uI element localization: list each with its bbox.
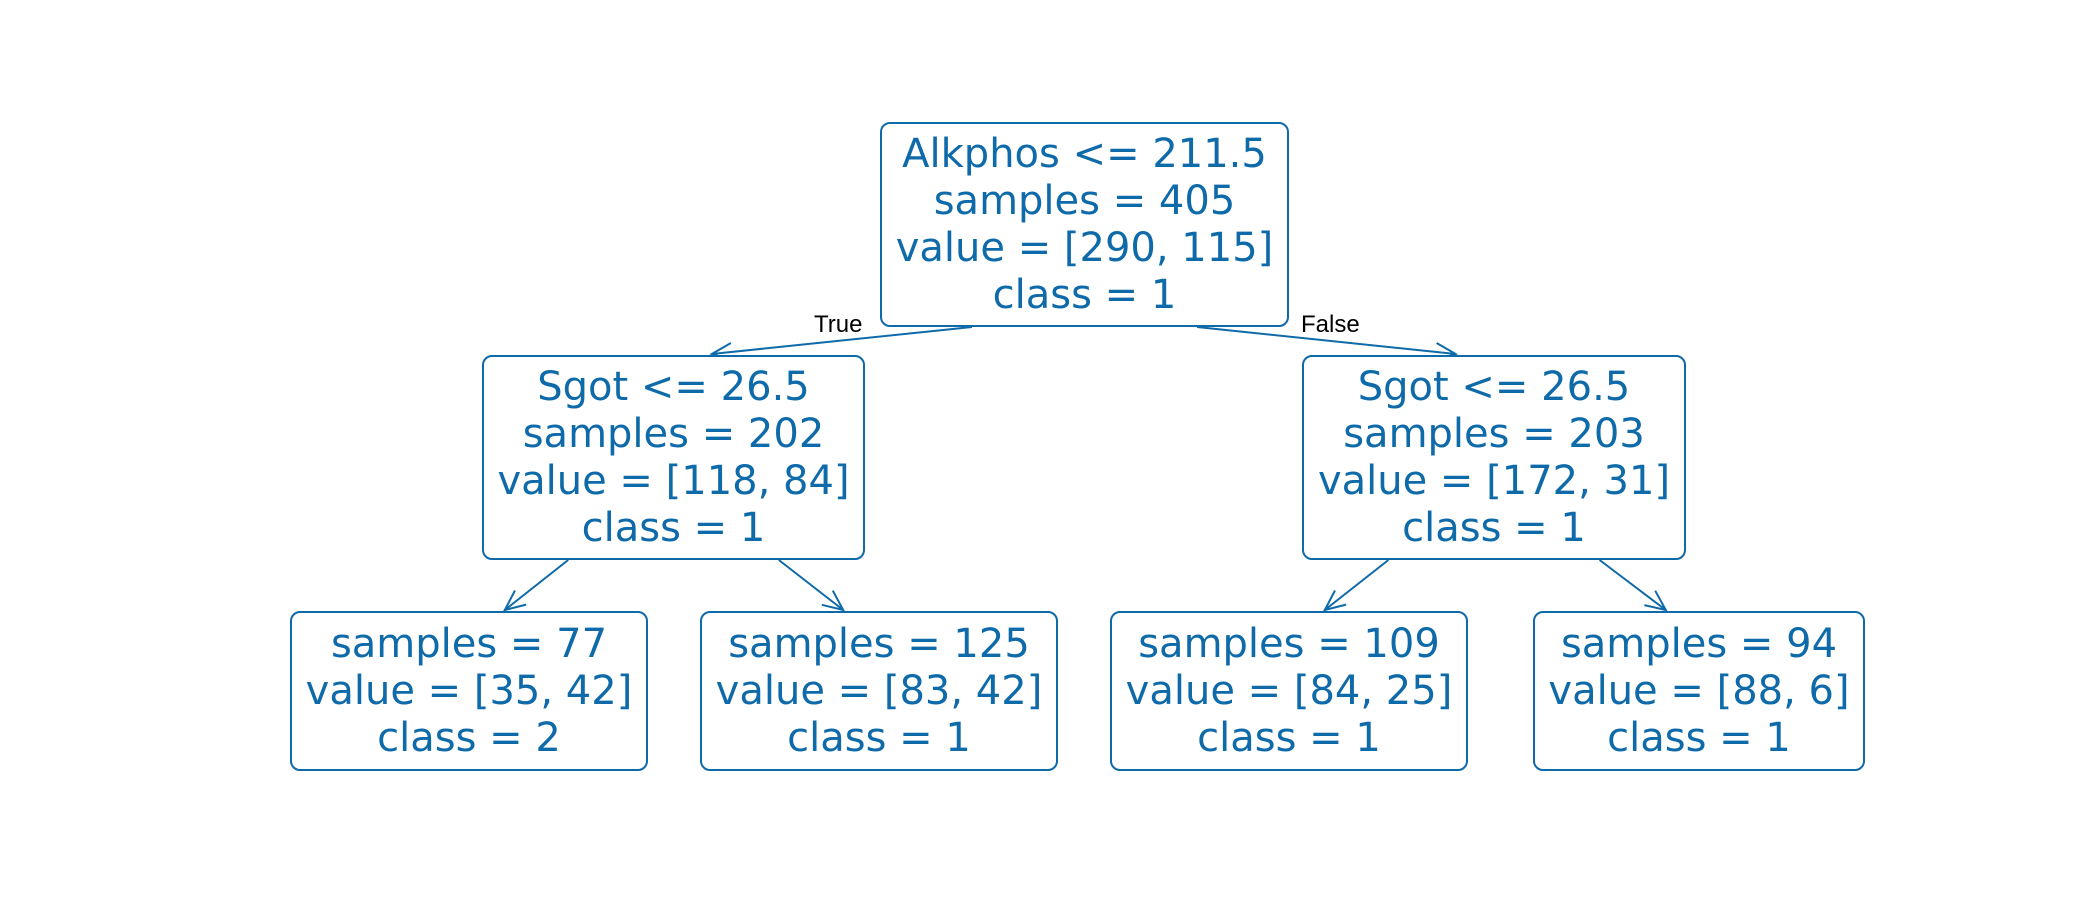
node-class: class = 1: [581, 504, 766, 551]
edge-line-left-to-left-right: [778, 559, 844, 611]
edge-label-false: False: [1301, 311, 1360, 338]
edge-arrowhead-right-to-right-right: [1644, 590, 1668, 612]
node-samples: samples = 94: [1560, 620, 1838, 667]
node-class: class = 1: [787, 714, 971, 761]
node-samples: samples = 203: [1343, 410, 1645, 457]
node-samples: samples = 125: [728, 620, 1030, 667]
node-value: value = [84, 25]: [1125, 667, 1453, 714]
edge-line-left-to-left-left: [504, 559, 569, 611]
edge-label-true: True: [814, 311, 863, 338]
node-samples: samples = 109: [1138, 620, 1440, 667]
edge-arrowhead-left-to-left-right: [821, 590, 846, 612]
node-samples: samples = 77: [330, 620, 608, 667]
tree-leaf-right-right: samples = 94 value = [88, 6] class = 1: [1533, 611, 1865, 771]
node-class: class = 1: [1197, 714, 1381, 761]
node-value: value = [172, 31]: [1317, 457, 1671, 504]
node-class: class = 1: [1607, 714, 1791, 761]
tree-leaf-left-right: samples = 125 value = [83, 42] class = 1: [700, 611, 1058, 771]
tree-node-right: Sgot <= 26.5 samples = 203 value = [172,…: [1302, 355, 1686, 560]
node-samples: samples = 405: [933, 177, 1236, 224]
tree-node-root: Alkphos <= 211.5 samples = 405 value = […: [880, 122, 1289, 327]
node-value: value = [118, 84]: [497, 457, 850, 504]
edge-line-right-to-right-left: [1324, 559, 1390, 611]
tree-node-left: Sgot <= 26.5 samples = 202 value = [118,…: [482, 355, 865, 560]
node-class: class = 1: [1402, 504, 1586, 551]
edge-line-root-to-left: [711, 326, 973, 355]
node-value: value = [290, 115]: [895, 224, 1274, 271]
edge-arrowhead-right-to-right-left: [1322, 590, 1347, 612]
node-value: value = [83, 42]: [715, 667, 1043, 714]
node-value: value = [35, 42]: [305, 667, 633, 714]
tree-leaf-right-left: samples = 109 value = [84, 25] class = 1: [1110, 611, 1468, 771]
edge-line-right-to-right-right: [1598, 559, 1667, 611]
node-split-condition: Sgot <= 26.5: [537, 363, 810, 410]
node-class: class = 2: [377, 714, 561, 761]
node-split-condition: Alkphos <= 211.5: [902, 130, 1267, 177]
node-class: class = 1: [992, 271, 1177, 318]
node-value: value = [88, 6]: [1548, 667, 1850, 714]
edge-arrowhead-left-to-left-left: [502, 590, 527, 612]
tree-leaf-left-left: samples = 77 value = [35, 42] class = 2: [290, 611, 648, 771]
edge-line-root-to-right: [1196, 326, 1456, 355]
node-split-condition: Sgot <= 26.5: [1357, 363, 1631, 410]
node-samples: samples = 202: [522, 410, 825, 457]
